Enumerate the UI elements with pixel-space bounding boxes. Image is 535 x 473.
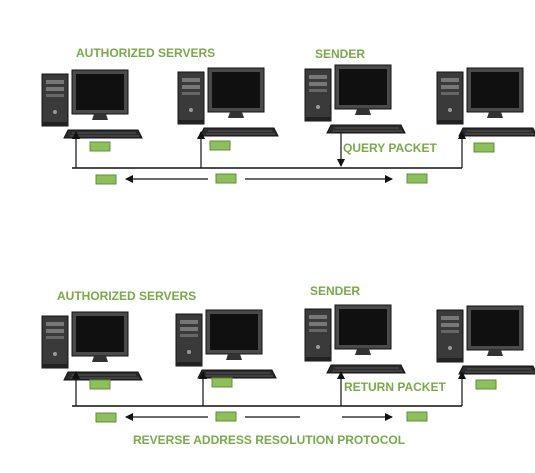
packet-icon: [215, 411, 237, 422]
packet-icon: [473, 142, 495, 153]
computer-icon: [41, 69, 143, 139]
bottom-sender-label: SENDER: [310, 284, 361, 298]
packet-icon: [209, 140, 231, 151]
computer-icon: [175, 309, 277, 379]
computer-icon: [177, 67, 279, 137]
packet-icon: [89, 141, 111, 152]
computer-icon: [436, 67, 535, 137]
packet-icon: [95, 412, 117, 423]
packet-icon: [89, 379, 111, 390]
diagram-caption: REVERSE ADDRESS RESOLUTION PROTOCOL: [133, 433, 406, 447]
bottom-return-packet-label: RETURN PACKET: [344, 380, 446, 394]
computer-icon: [436, 305, 535, 375]
bottom-section: [41, 304, 535, 423]
bottom-authorized-servers-label: AUTHORIZED SERVERS: [57, 289, 197, 303]
packet-icon: [215, 173, 237, 184]
packet-icon: [475, 379, 497, 390]
computer-icon: [304, 304, 406, 374]
top-section: [41, 64, 535, 185]
computer-icon: [304, 64, 406, 134]
packet-icon: [406, 173, 428, 184]
packet-icon: [406, 411, 428, 422]
top-sender-label: SENDER: [315, 47, 366, 61]
computer-icon: [41, 311, 143, 381]
top-authorized-servers-label: AUTHORIZED SERVERS: [76, 46, 216, 60]
top-query-packet-label: QUERY PACKET: [343, 141, 437, 155]
packet-icon: [95, 174, 117, 185]
packet-icon: [211, 377, 233, 388]
